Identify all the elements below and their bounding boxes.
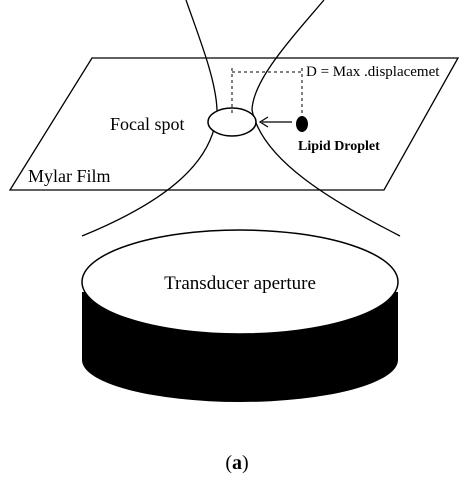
focal-spot-label: Focal spot (110, 114, 185, 134)
displacement-label: D = Max .displacemet (306, 64, 440, 80)
mylar-film-label: Mylar Film (28, 166, 111, 186)
arrow-head (258, 116, 269, 128)
mylar-film-plane (8, 57, 460, 191)
beam-right-edge (251, 0, 401, 237)
caption-letter: a (232, 452, 242, 474)
caption-close-paren: ) (242, 452, 249, 474)
transducer-label: Transducer aperture (164, 273, 316, 294)
figure-caption: (a) (0, 452, 474, 475)
caption-open-paren: ( (225, 452, 232, 474)
lipid-droplet-label: Lipid Droplet (298, 139, 380, 154)
lipid-droplet-dot (296, 116, 308, 132)
focal-spot-ellipse (207, 107, 257, 137)
transducer-aperture-face (81, 229, 399, 335)
